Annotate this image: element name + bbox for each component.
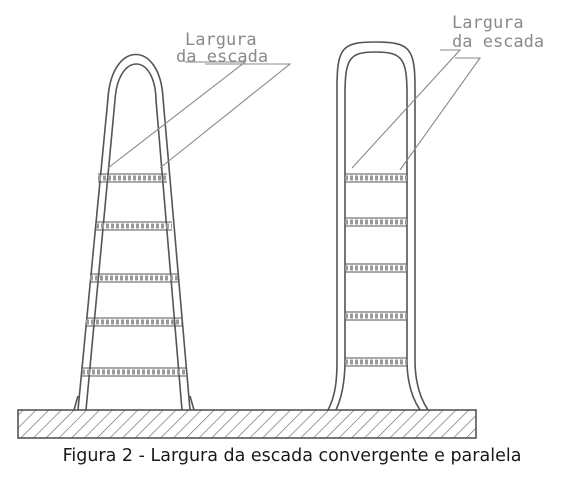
left-leader-1 (107, 61, 247, 169)
left-leader-2 (159, 63, 292, 169)
left-label-line2: da escada (176, 47, 268, 67)
figure-caption: Figura 2 - Largura da escada convergente… (62, 446, 522, 466)
parallel-ladder-rungs (345, 175, 407, 365)
right-label-line2: da escada (452, 32, 544, 52)
parallel-ladder (327, 41, 429, 411)
right-leader-2 (399, 57, 482, 171)
convergent-ladder-rungs (82, 175, 186, 375)
right-leader-1 (351, 49, 462, 169)
label-leaders (107, 49, 482, 171)
right-label-line1: Largura (452, 13, 524, 33)
ground-slab (17, 409, 477, 439)
convergent-ladder (73, 53, 195, 411)
convergent-ladder-rung-edges (82, 173, 186, 377)
parallel-ladder-rung-edges (345, 173, 407, 367)
left-label-line1: Largura (185, 30, 257, 50)
ladder-figure: Largura da escada Largura da escada (17, 13, 544, 439)
